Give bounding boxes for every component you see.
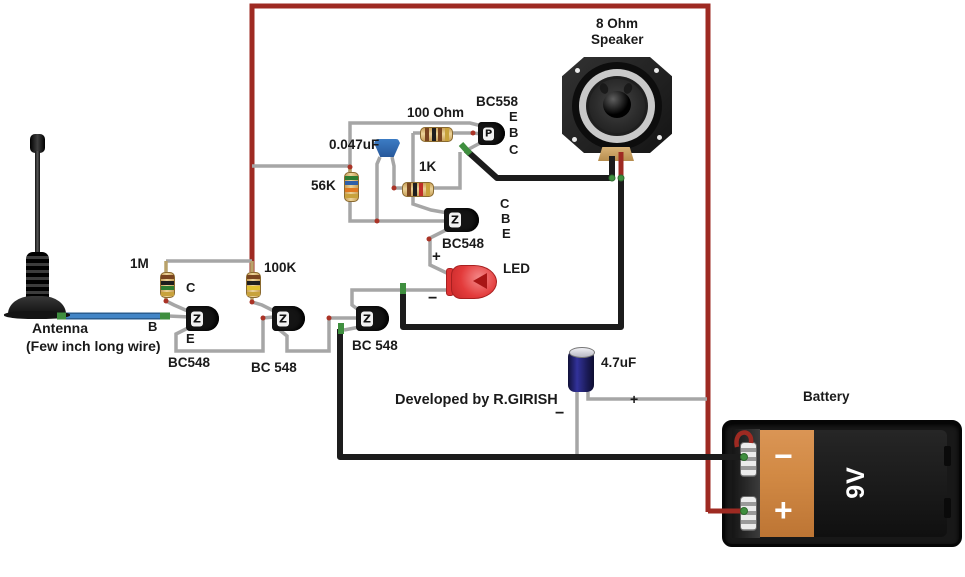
junction-dot — [374, 218, 380, 224]
battery-positive-junction — [740, 507, 748, 515]
junction-dot — [260, 315, 266, 321]
battery-negative-junction — [740, 453, 748, 461]
bc558-collector-connector — [458, 141, 473, 157]
cap047-left-leg — [375, 156, 382, 221]
ground-rail-cable — [337, 329, 744, 460]
base-bus-wire — [348, 200, 448, 223]
junction-dot — [326, 315, 332, 321]
cap47-pos-lead — [586, 392, 707, 401]
bc558-to-speaker-cable — [463, 147, 615, 181]
speaker-terminal-junction — [608, 174, 616, 182]
r1k-right-lead — [431, 152, 462, 190]
t2-emitter-to-t3-base-wire — [274, 316, 358, 353]
junction-dot — [391, 185, 397, 191]
junction-dot — [163, 298, 169, 304]
junction-dot — [249, 299, 255, 305]
junction-dot — [347, 164, 353, 170]
t2-collector-wire — [251, 300, 277, 314]
t4-emitter-wire — [428, 227, 452, 277]
positive-rail-wire — [249, 3, 711, 512]
junction-dot — [470, 130, 476, 136]
cap047-right-leg — [390, 156, 396, 188]
t1-collector-wire — [165, 299, 191, 314]
speaker-return-cable — [400, 178, 624, 330]
junction-dot — [426, 236, 432, 242]
t4-collector-wire — [411, 133, 449, 215]
battery-red-hook-wire — [734, 430, 754, 448]
speaker-terminal-junction — [617, 174, 625, 182]
bc558-emitter-wire — [348, 121, 483, 172]
